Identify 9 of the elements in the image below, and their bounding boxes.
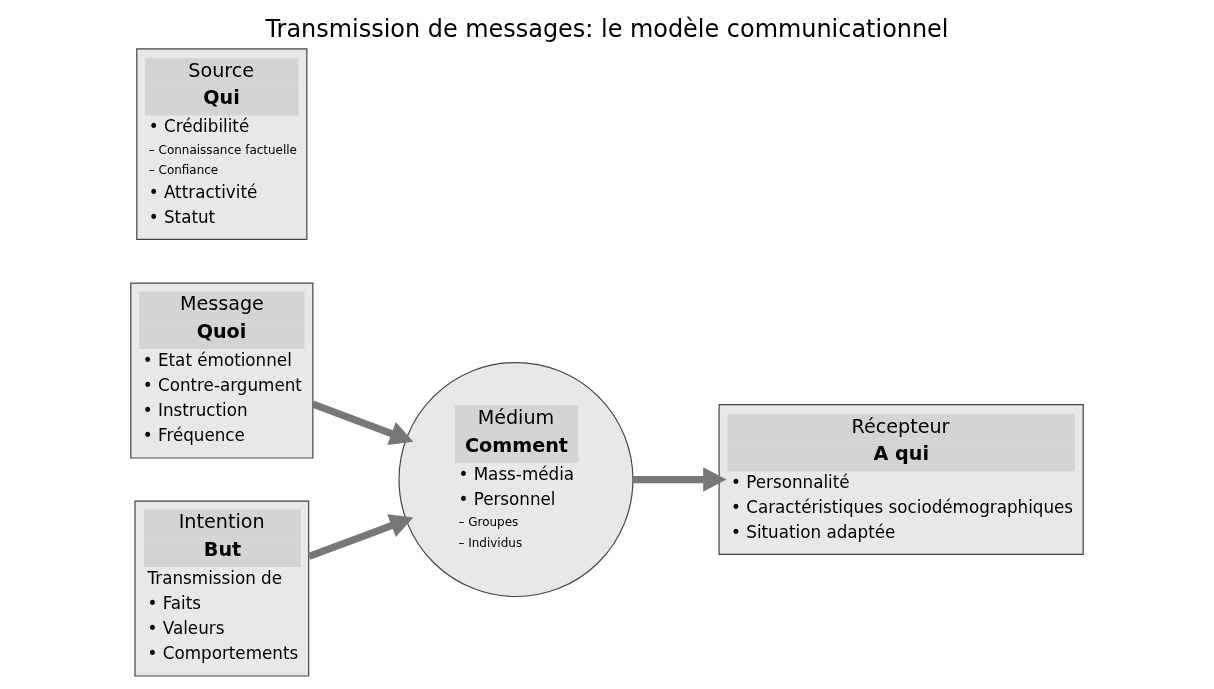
arrow — [307, 514, 414, 560]
arrow — [311, 400, 414, 445]
node-box: Message Quoi • Etat émotionnel • Contre-argument • Instruction • Fréquence — [130, 282, 314, 459]
arrow — [633, 467, 727, 492]
node-box: Intention But Transmission de • Faits • Valeurs • Comportements — [134, 500, 310, 677]
node-circle: Médium Comment • Mass-média • Personnel – Groupes – Individus — [398, 361, 634, 598]
node-box: Récepteur A qui • Personnalité • Caractéristiques sociodémographiques • Situation adaptée — [718, 404, 1084, 555]
diagram-title: Transmission de messages: le modèle communicationnel — [265, 14, 949, 43]
node-box: Source Qui • Crédibilité – Connaissance factuelle – Confiance • Attractivité • Statut — [136, 48, 308, 240]
